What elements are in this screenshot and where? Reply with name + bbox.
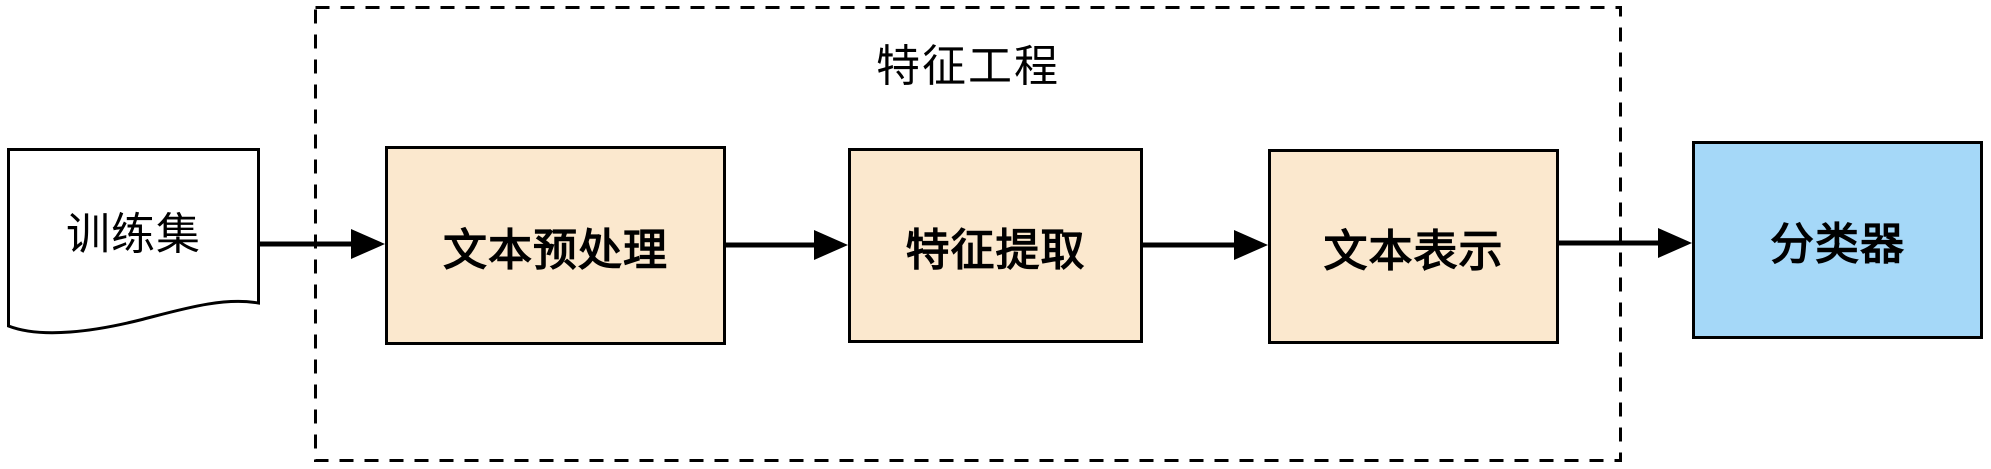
arrow-preprocessing-to-extraction <box>723 230 848 260</box>
node-text-representation-label: 文本表示 <box>1323 226 1504 276</box>
node-classifier: 分类器 <box>1692 141 1983 339</box>
node-text-preprocessing: 文本预处理 <box>385 146 726 345</box>
node-feature-extraction-label: 特征提取 <box>905 225 1086 275</box>
arrow-input-to-preprocessing <box>258 229 385 259</box>
feature-engineering-title: 特征工程 <box>876 42 1060 91</box>
node-text-representation: 文本表示 <box>1268 149 1559 344</box>
training-set-label: 训练集 <box>66 210 201 259</box>
node-text-preprocessing-label: 文本预处理 <box>443 225 668 275</box>
feature-engineering-boundary <box>314 6 1622 462</box>
node-classifier-label: 分类器 <box>1770 220 1905 269</box>
node-feature-extraction: 特征提取 <box>848 148 1143 343</box>
arrow-extraction-to-representation <box>1140 230 1268 260</box>
arrow-representation-to-classifier <box>1556 228 1692 258</box>
training-set-document-shape <box>7 148 260 335</box>
